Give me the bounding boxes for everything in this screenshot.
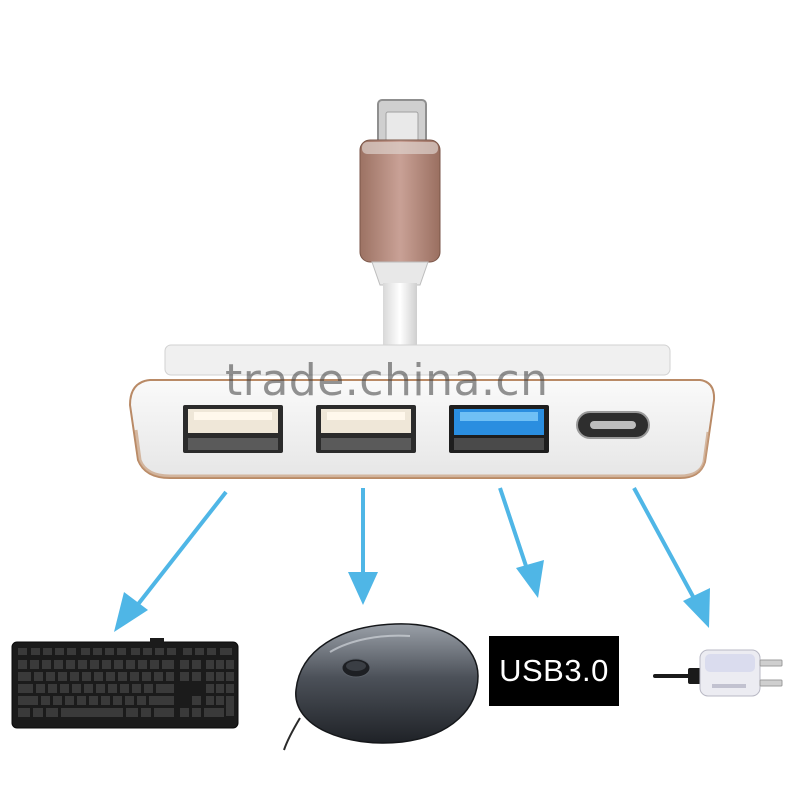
- usb3-label: USB3.0: [489, 636, 619, 706]
- arrow-to-usb3: [498, 487, 544, 598]
- arrow-to-charger: [632, 487, 710, 628]
- arrow-to-mouse: [348, 488, 378, 605]
- usb-hub-body: [128, 344, 716, 479]
- usb-a-port-2: [316, 405, 416, 453]
- usb-c-port: [576, 411, 650, 439]
- arrow-to-keyboard: [114, 490, 228, 632]
- usb3-port: [449, 405, 549, 453]
- power-adapter-icon: [653, 649, 783, 697]
- mouse-icon: [283, 623, 479, 751]
- usb-c-plug-icon: [359, 99, 441, 355]
- keyboard-icon: [11, 638, 239, 729]
- watermark-text: trade.china.cn: [225, 355, 549, 406]
- usb-a-port-1: [183, 405, 283, 453]
